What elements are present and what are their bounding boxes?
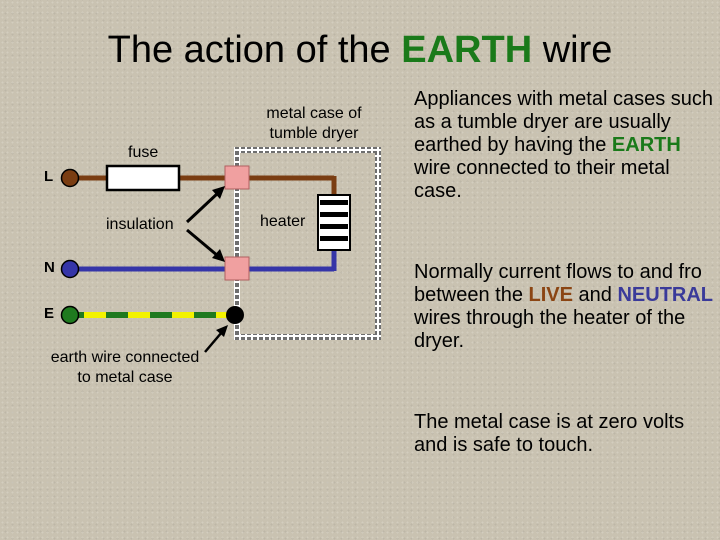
heater-label: heater <box>260 213 306 230</box>
neutral-terminal-label: N <box>44 259 55 276</box>
paragraph-current-part-a: Normally current flows to and fro betwee… <box>414 261 702 306</box>
fuse <box>105 164 181 192</box>
title-earth-word: EARTH <box>401 29 533 71</box>
neutral-terminal <box>60 259 80 279</box>
paragraph-current-flow: Normally current flows to and fro betwee… <box>414 261 714 353</box>
insulation-arrows <box>185 186 225 262</box>
earth-keyword: EARTH <box>611 134 681 156</box>
paragraph-current-part-c: wires through the heater of the dryer. <box>414 307 686 352</box>
earth-connection-point <box>226 306 244 324</box>
metal-case-label: metal case of tumble dryer <box>256 104 372 144</box>
live-terminal-label: L <box>44 168 54 185</box>
earth-connection-label-line2: to metal case <box>77 369 173 386</box>
insulation-block-neutral <box>224 256 250 281</box>
earth-connection-arrow <box>204 325 228 353</box>
paragraph-earthing: Appliances with metal cases such as a tu… <box>414 88 714 203</box>
earth-connection-label: earth wire connected to metal case <box>30 348 220 388</box>
fuse-label: fuse <box>128 144 159 161</box>
slide-title: The action of the EARTH wire <box>0 28 720 72</box>
live-terminal <box>60 168 80 188</box>
paragraph-earthing-part-a: Appliances with metal cases such as a tu… <box>414 88 714 156</box>
heater-element <box>317 194 351 251</box>
title-prefix: The action of the <box>107 29 402 71</box>
insulation-label: insulation <box>106 216 174 233</box>
title-suffix: wire <box>532 29 613 71</box>
paragraph-earthing-part-b: wire connected to their metal case. <box>414 157 670 202</box>
live-keyword: LIVE <box>528 284 573 306</box>
earth-connection-label-line1: earth wire connected <box>50 349 200 366</box>
paragraph-current-part-b: and <box>572 284 618 306</box>
neutral-keyword: NEUTRAL <box>617 284 714 306</box>
earth-terminal-label: E <box>44 305 55 322</box>
earth-terminal <box>60 305 80 325</box>
insulation-block-live <box>224 165 250 190</box>
metal-case-label-line1: metal case of <box>266 105 362 122</box>
metal-case-label-line2: tumble dryer <box>269 125 359 142</box>
metal-case <box>234 147 381 340</box>
paragraph-safety: The metal case is at zero volts and is s… <box>414 411 685 456</box>
